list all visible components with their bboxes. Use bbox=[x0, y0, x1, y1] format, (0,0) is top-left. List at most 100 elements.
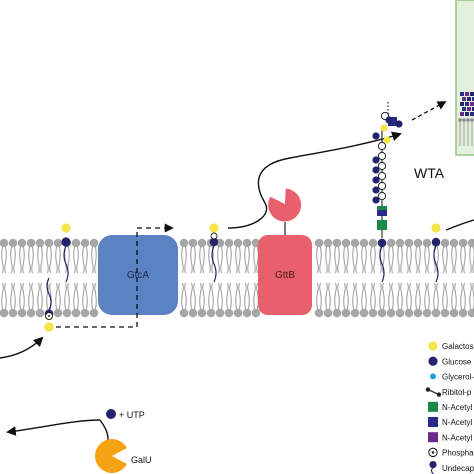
lipid-tail bbox=[451, 246, 454, 274]
blue-square-icon bbox=[428, 417, 438, 427]
lipid-tail bbox=[10, 282, 13, 310]
lipid-tail bbox=[460, 282, 463, 310]
lipid-tail bbox=[220, 282, 223, 310]
lipid-head bbox=[197, 308, 207, 318]
inset-sugar-block bbox=[465, 102, 469, 106]
gttb-protein bbox=[258, 235, 312, 315]
lipid-tail bbox=[1, 282, 4, 310]
legend-label: N-Acetyl bbox=[442, 418, 472, 427]
lipid-tail bbox=[58, 246, 61, 274]
legend-label: N-Acetyl bbox=[442, 433, 472, 442]
lipid-bilayer-membrane bbox=[0, 238, 474, 318]
lipid-tail bbox=[37, 246, 40, 274]
n-acetylmannosamine-icon bbox=[377, 210, 387, 216]
lipid-head bbox=[17, 308, 27, 318]
glucose-icon bbox=[61, 237, 71, 247]
inset-sugar-block bbox=[470, 92, 474, 96]
lipid-tail bbox=[397, 282, 400, 310]
undecaprenyl-anchor bbox=[377, 238, 387, 248]
lipid-tail bbox=[388, 282, 391, 310]
inset-sugar-block bbox=[467, 107, 471, 111]
undecaprenyl-tail bbox=[211, 245, 217, 283]
lipid-tail bbox=[406, 282, 409, 310]
legend-item: Phospha bbox=[428, 447, 474, 458]
lipid-tail bbox=[364, 246, 367, 274]
lipid-tail bbox=[13, 246, 16, 274]
inset-sugar-block bbox=[470, 102, 474, 106]
lipid-head bbox=[89, 238, 99, 248]
lipid-tail bbox=[1, 246, 4, 274]
lipid-head bbox=[404, 238, 414, 248]
navy-circle-icon bbox=[428, 356, 438, 366]
undecaprenyl-tail bbox=[379, 245, 385, 283]
galactose-icon bbox=[209, 223, 219, 233]
inset-background bbox=[455, 0, 474, 156]
lipid-tail bbox=[382, 282, 385, 310]
inset-sugar-block bbox=[462, 97, 466, 101]
lipid-tail bbox=[373, 282, 376, 310]
lipid-tail bbox=[181, 246, 184, 274]
inset-sugar-block bbox=[462, 107, 466, 111]
legend-label: Galactos bbox=[442, 342, 474, 351]
glucose-icon bbox=[372, 156, 380, 164]
lipid-tail bbox=[247, 282, 250, 310]
lipid-tail bbox=[235, 246, 238, 274]
legend-label: N-Acetyl bbox=[442, 403, 472, 412]
lipid-tail bbox=[352, 246, 355, 274]
lipid-head bbox=[206, 308, 216, 318]
lipid-tail bbox=[397, 246, 400, 274]
legend-item: N-Acetyl bbox=[428, 432, 472, 442]
glucose-icon bbox=[372, 186, 380, 194]
lipid-tail bbox=[337, 246, 340, 274]
inset-sugar-block bbox=[465, 112, 469, 116]
lipid-tail bbox=[31, 282, 34, 310]
lipid-tail bbox=[244, 246, 247, 274]
lipid-tail bbox=[460, 246, 463, 274]
inset-lipid-head bbox=[462, 118, 466, 122]
lipid-tail bbox=[82, 246, 85, 274]
lipid-tail bbox=[64, 282, 67, 310]
lipid-tail bbox=[4, 246, 7, 274]
legend-label: Glucose bbox=[442, 357, 472, 366]
glucose-icon bbox=[106, 409, 116, 419]
ribitol-node bbox=[425, 387, 431, 392]
arrow-to-wta bbox=[227, 131, 402, 229]
lipid-tail bbox=[202, 282, 205, 310]
lipid-tail bbox=[31, 246, 34, 274]
lipid-tail bbox=[328, 282, 331, 310]
inset-lipid-head bbox=[470, 118, 474, 122]
lipid-tail bbox=[400, 282, 403, 310]
lipid-tail bbox=[226, 282, 229, 310]
lipid-tail bbox=[427, 246, 430, 274]
lipid-head bbox=[71, 238, 81, 248]
lipid-tail bbox=[193, 282, 196, 310]
inset-sugar-block bbox=[470, 112, 474, 116]
lipid-head bbox=[332, 308, 342, 318]
legend-item: Glycerol- bbox=[430, 373, 474, 382]
lipid-tail bbox=[76, 246, 79, 274]
utp-label: + UTP bbox=[119, 410, 145, 420]
lipid-tail bbox=[22, 282, 25, 310]
lipid-head bbox=[35, 238, 45, 248]
lipid-head bbox=[332, 238, 342, 248]
lipid-tail bbox=[211, 246, 214, 274]
lipid-head bbox=[233, 308, 243, 318]
lipid-head bbox=[89, 308, 99, 318]
arrow-exit-right bbox=[445, 219, 474, 231]
gttb-label: GttB bbox=[275, 270, 295, 281]
ribitol-phosphate-icon bbox=[377, 171, 387, 181]
ribitol-node bbox=[436, 392, 442, 397]
lipid-head bbox=[8, 238, 18, 248]
cyan-dot-icon bbox=[430, 373, 436, 380]
lipid-tail bbox=[28, 246, 31, 274]
lipid-tail bbox=[400, 246, 403, 274]
legend: GalactosGlucoseGlycerol-Ribitol-pN-Acety… bbox=[425, 341, 474, 474]
lipid-tail bbox=[73, 282, 76, 310]
lipid-tail bbox=[55, 282, 58, 310]
lipid-tail bbox=[46, 282, 49, 310]
undecaprenyl-tail bbox=[433, 245, 439, 283]
lipid-tail bbox=[67, 282, 70, 310]
lipid-head bbox=[0, 308, 9, 318]
galu-label: GalU bbox=[131, 455, 152, 465]
